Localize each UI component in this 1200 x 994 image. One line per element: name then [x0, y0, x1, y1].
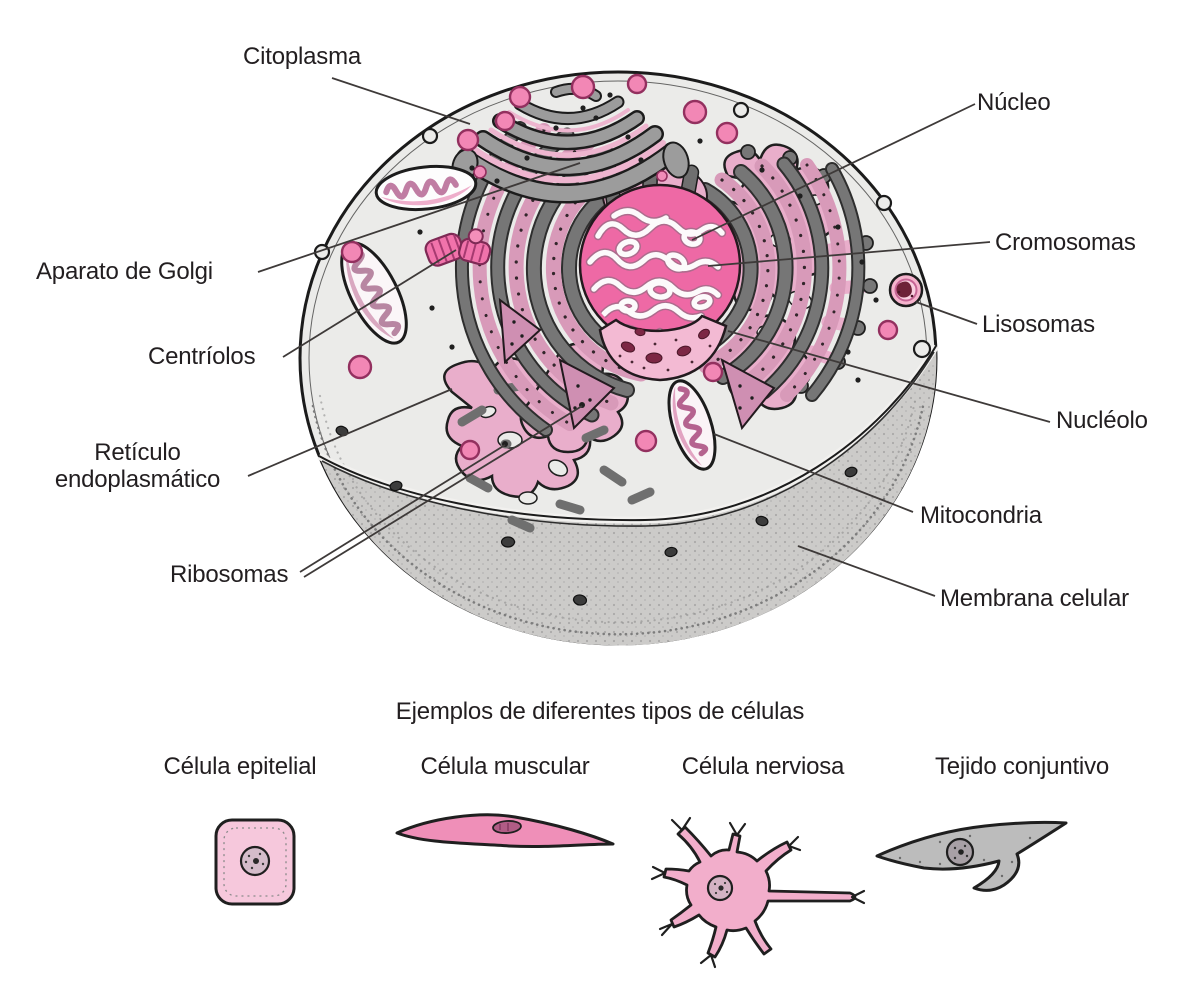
label-membrana-celular: Membrana celular — [940, 585, 1129, 612]
leader-lisosomas — [915, 301, 978, 325]
label-celula-epitelial: Célula epitelial — [163, 753, 317, 780]
leader-lines — [247, 77, 1051, 597]
muscle-cell — [395, 813, 615, 849]
centrioles — [424, 228, 492, 267]
leader-golgi — [257, 162, 581, 273]
chromatin — [585, 206, 727, 341]
label-reticulo-endoplasmatico: Retículo endoplasmático — [54, 439, 221, 493]
mitochondrion-3 — [667, 379, 717, 471]
examples-title: Ejemplos de diferentes tipos de células — [395, 698, 805, 725]
leader-membrana — [797, 545, 936, 597]
label-mitocondria: Mitocondria — [920, 502, 1042, 529]
leader-citoplasma — [331, 77, 471, 125]
leader-nucleo — [691, 103, 976, 241]
label-ribosomas: Ribosomas — [170, 561, 289, 588]
label-cromosomas: Cromosomas — [995, 229, 1136, 256]
leader-cromosomas — [707, 241, 991, 267]
leader-reticulo — [247, 388, 453, 477]
leader-centriolos — [282, 249, 457, 358]
label-citoplasma: Citoplasma — [243, 43, 362, 70]
label-celula-nerviosa: Célula nerviosa — [681, 753, 845, 780]
membrane-band — [311, 344, 940, 646]
vesicles — [340, 73, 899, 461]
leader-ribosomas-1 — [299, 444, 506, 573]
label-nucleolo: Nucléolo — [1056, 407, 1148, 434]
nerve-cell — [650, 816, 866, 969]
leader-mitocondria — [713, 433, 914, 513]
label-lisosomas: Lisosomas — [982, 311, 1095, 338]
label-nucleo: Núcleo — [977, 89, 1051, 116]
lysosome — [888, 272, 924, 308]
leader-ribosomas-2 — [303, 405, 583, 578]
nucleus — [578, 183, 742, 347]
membrane-notches — [313, 101, 932, 359]
epithelial-cell — [214, 818, 296, 906]
leader-nucleolo — [727, 330, 1051, 423]
nucleolus — [598, 314, 728, 382]
label-aparato-de-golgi: Aparato de Golgi — [36, 258, 213, 285]
golgi-apparatus — [451, 82, 690, 204]
connective-tissue-cell — [875, 820, 1068, 892]
label-tejido-conjuntivo: Tejido conjuntivo — [934, 753, 1110, 780]
label-celula-muscular: Célula muscular — [420, 753, 590, 780]
label-centriolos: Centríolos — [148, 343, 256, 370]
mitochondrion-1 — [374, 164, 478, 212]
